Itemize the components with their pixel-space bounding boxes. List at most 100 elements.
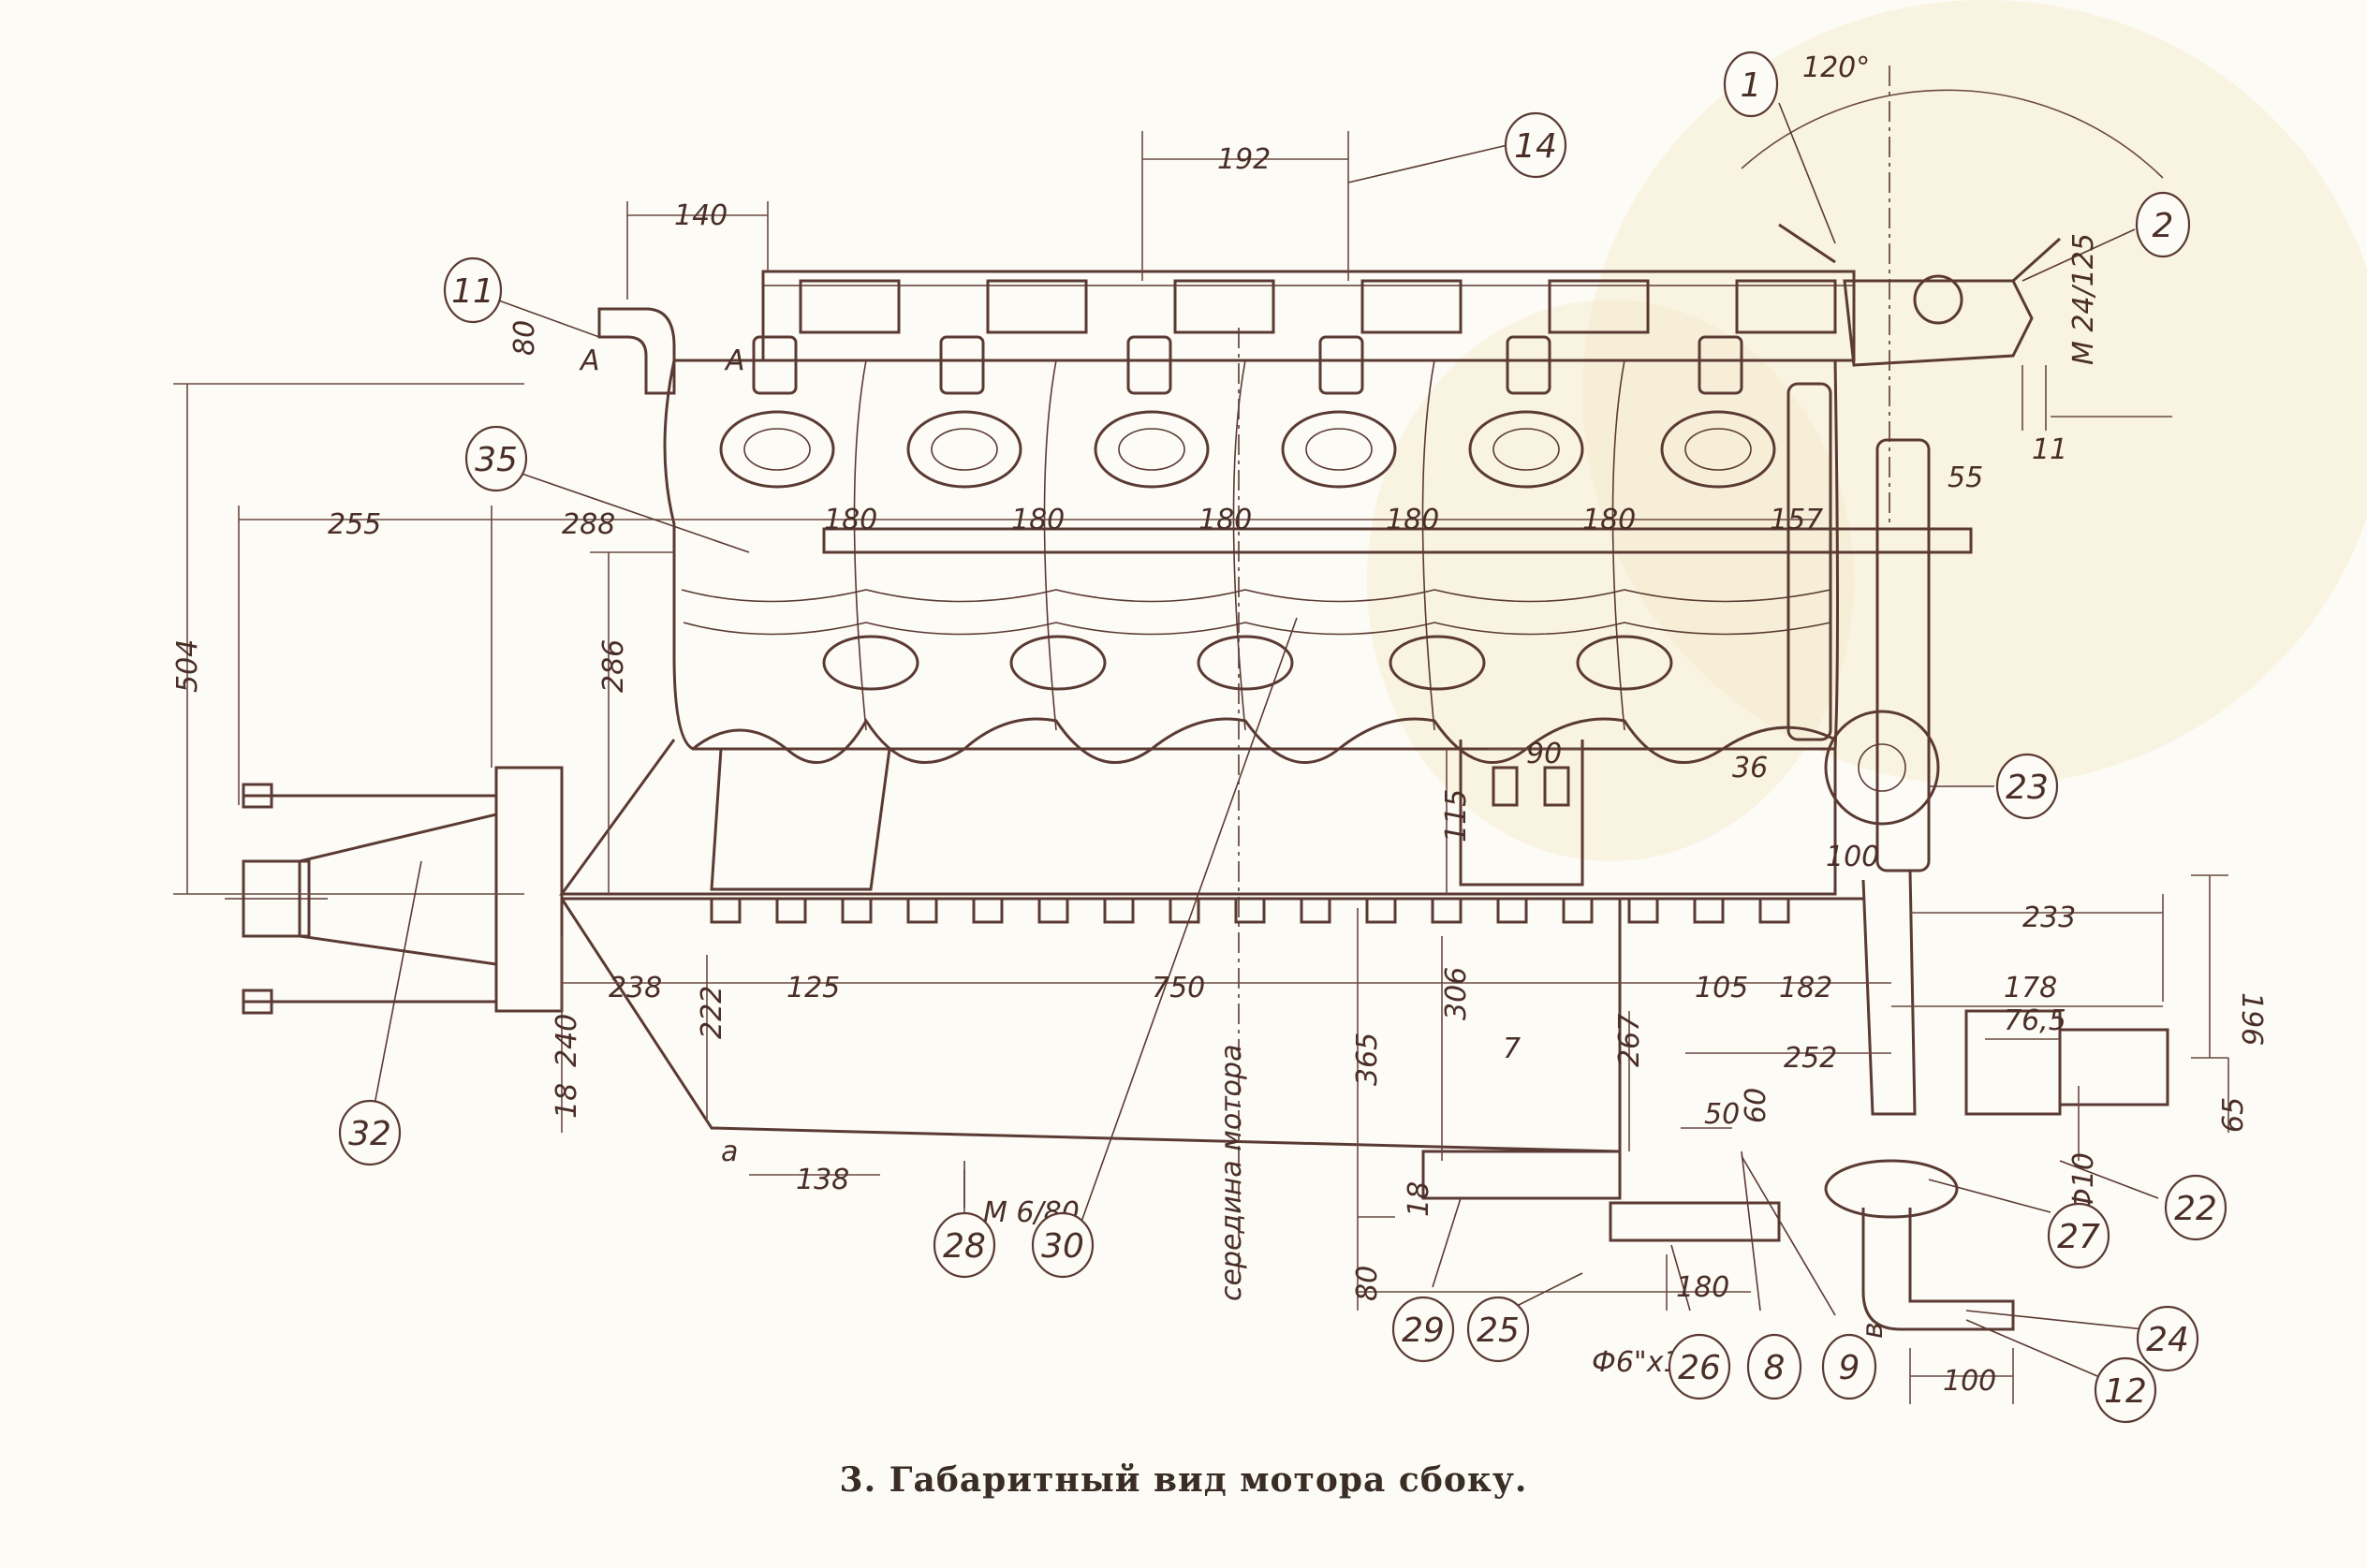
dim-180: 180: [1582, 504, 1636, 536]
dimension-lines: [173, 89, 2229, 1404]
leader-lines: [374, 102, 2159, 1377]
letter-a-small: а: [721, 1136, 738, 1168]
dim-m24: М 24/125: [2067, 233, 2100, 365]
callout-35: 35: [464, 425, 528, 492]
lower-ports: [822, 635, 1673, 691]
dim-252: 252: [1784, 1042, 1837, 1075]
accessory-drives: [1778, 223, 2169, 1331]
dim-240: 240: [551, 1014, 583, 1067]
dim-182: 182: [1779, 972, 1832, 1004]
dim-306: 306: [1440, 967, 1473, 1020]
callout-14: 14: [1504, 111, 1567, 179]
dim-11: 11: [2032, 433, 2067, 466]
callout-24: 24: [2136, 1305, 2199, 1372]
dim-65: 65: [2217, 1097, 2250, 1133]
svg-text:8: 8: [1764, 1349, 1786, 1387]
callout-26: 26: [1668, 1333, 1731, 1400]
svg-text:12: 12: [2104, 1372, 2147, 1411]
dim-76-5: 76,5: [2004, 1004, 2066, 1037]
dim-180: 180: [824, 504, 877, 536]
svg-text:22: 22: [2174, 1190, 2217, 1228]
callout-23: 23: [1995, 753, 2059, 820]
exhaust-ports: [719, 410, 1776, 489]
callout-28: 28: [933, 1211, 996, 1279]
dim-222: 222: [696, 986, 728, 1039]
dim-18: 18: [1403, 1181, 1435, 1217]
callout-22: 22: [2164, 1174, 2227, 1241]
svg-text:32: 32: [348, 1115, 391, 1153]
crankcase-flange: [710, 899, 1790, 924]
dim-f10: Ф10: [2067, 1152, 2100, 1212]
callout-27: 27: [2047, 1202, 2110, 1269]
callout-1: 1: [1723, 51, 1779, 118]
dim-138: 138: [796, 1164, 849, 1196]
dim-115: 115: [1440, 789, 1473, 843]
svg-text:23: 23: [2006, 769, 2049, 807]
callout-2: 2: [2135, 191, 2191, 258]
svg-text:25: 25: [1477, 1312, 1520, 1350]
svg-text:24: 24: [2146, 1321, 2189, 1359]
figure-caption: 3. Габаритный вид мотора сбоку.: [839, 1460, 1528, 1500]
callout-32: 32: [338, 1099, 402, 1166]
callouts: 1 2 11 14 35 23 32 28 30 29 25 26 8 9 27…: [338, 51, 2227, 1424]
dimension-labels: 140 192 80 504 255 288 180 180 180 180 1…: [171, 143, 2268, 1398]
svg-text:1: 1: [1741, 66, 1762, 105]
svg-text:26: 26: [1678, 1349, 1721, 1387]
dim-180: 180: [1386, 504, 1439, 536]
intake-elbow: [597, 307, 676, 395]
dim-80: 80: [508, 320, 541, 356]
dim-90: 90: [1526, 738, 1562, 770]
letter-a: А: [724, 344, 745, 377]
dim-50: 50: [1704, 1098, 1740, 1131]
dim-105: 105: [1695, 972, 1748, 1004]
dim-180: 180: [1676, 1271, 1729, 1304]
dim-125: 125: [787, 972, 840, 1004]
dim-238: 238: [609, 972, 662, 1004]
dim-365: 365: [1351, 1033, 1384, 1086]
dim-233: 233: [2022, 901, 2076, 934]
callout-9: 9: [1821, 1333, 1877, 1400]
dim-267: 267: [1613, 1014, 1646, 1067]
dim-180: 180: [1011, 504, 1065, 536]
dim-80: 80: [1351, 1266, 1384, 1301]
dim-288: 288: [562, 508, 615, 541]
dim-157: 157: [1770, 504, 1823, 536]
callout-8: 8: [1746, 1333, 1802, 1400]
callout-29: 29: [1391, 1296, 1455, 1363]
dim-100: 100: [1826, 841, 1879, 873]
callout-12: 12: [2094, 1356, 2157, 1424]
letter-a: А: [579, 344, 600, 377]
rocker-boxes: [799, 279, 1837, 334]
svg-text:14: 14: [1514, 127, 1557, 166]
angle-label: 120°: [1802, 51, 1870, 84]
svg-text:30: 30: [1041, 1227, 1084, 1266]
support-left: [710, 748, 891, 891]
svg-text:35: 35: [475, 441, 518, 479]
dim-286: 286: [597, 639, 630, 693]
svg-text:29: 29: [1402, 1312, 1445, 1350]
reference-letters: А А а в 7 120° середина мотора: [579, 51, 1889, 1339]
svg-text:11: 11: [451, 272, 494, 311]
dim-180: 180: [1198, 504, 1252, 536]
cylinder-block: [663, 359, 1839, 764]
propeller-hub: [225, 766, 564, 1015]
svg-text:2: 2: [2153, 207, 2174, 245]
callout-25: 25: [1466, 1296, 1530, 1363]
manifold-pipe: [822, 527, 1973, 554]
centerline-label: середина мотора: [1215, 1045, 1248, 1301]
svg-text:27: 27: [2057, 1218, 2100, 1256]
label-7: 7: [1503, 1033, 1521, 1065]
dim-18: 18: [551, 1083, 583, 1119]
svg-text:28: 28: [943, 1227, 986, 1266]
dim-196: 196: [2235, 992, 2268, 1046]
engine-body: [225, 223, 2169, 1331]
dim-36: 36: [1732, 752, 1768, 784]
dim-100: 100: [1943, 1365, 1996, 1398]
callout-30: 30: [1031, 1211, 1095, 1279]
svg-text:9: 9: [1839, 1349, 1860, 1387]
oil-sump: [560, 898, 1622, 1153]
dim-60: 60: [1740, 1088, 1772, 1123]
letter-b: в: [1857, 1322, 1889, 1339]
